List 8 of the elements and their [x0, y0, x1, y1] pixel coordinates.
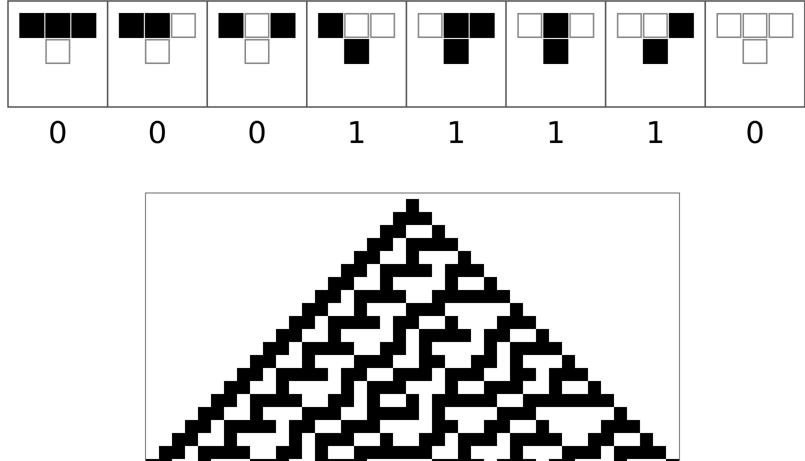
rule-bit-label: 0 [47, 116, 68, 152]
rule-bit-label: 1 [644, 116, 666, 152]
rule-bit-label: 1 [545, 116, 566, 152]
rule-bit-label: 0 [146, 116, 168, 152]
rule-bit-label: 0 [246, 116, 268, 152]
rule-bit-label: 1 [446, 116, 467, 152]
rule-bit-label: 1 [346, 116, 368, 152]
rule-bit-label: 0 [744, 116, 766, 152]
